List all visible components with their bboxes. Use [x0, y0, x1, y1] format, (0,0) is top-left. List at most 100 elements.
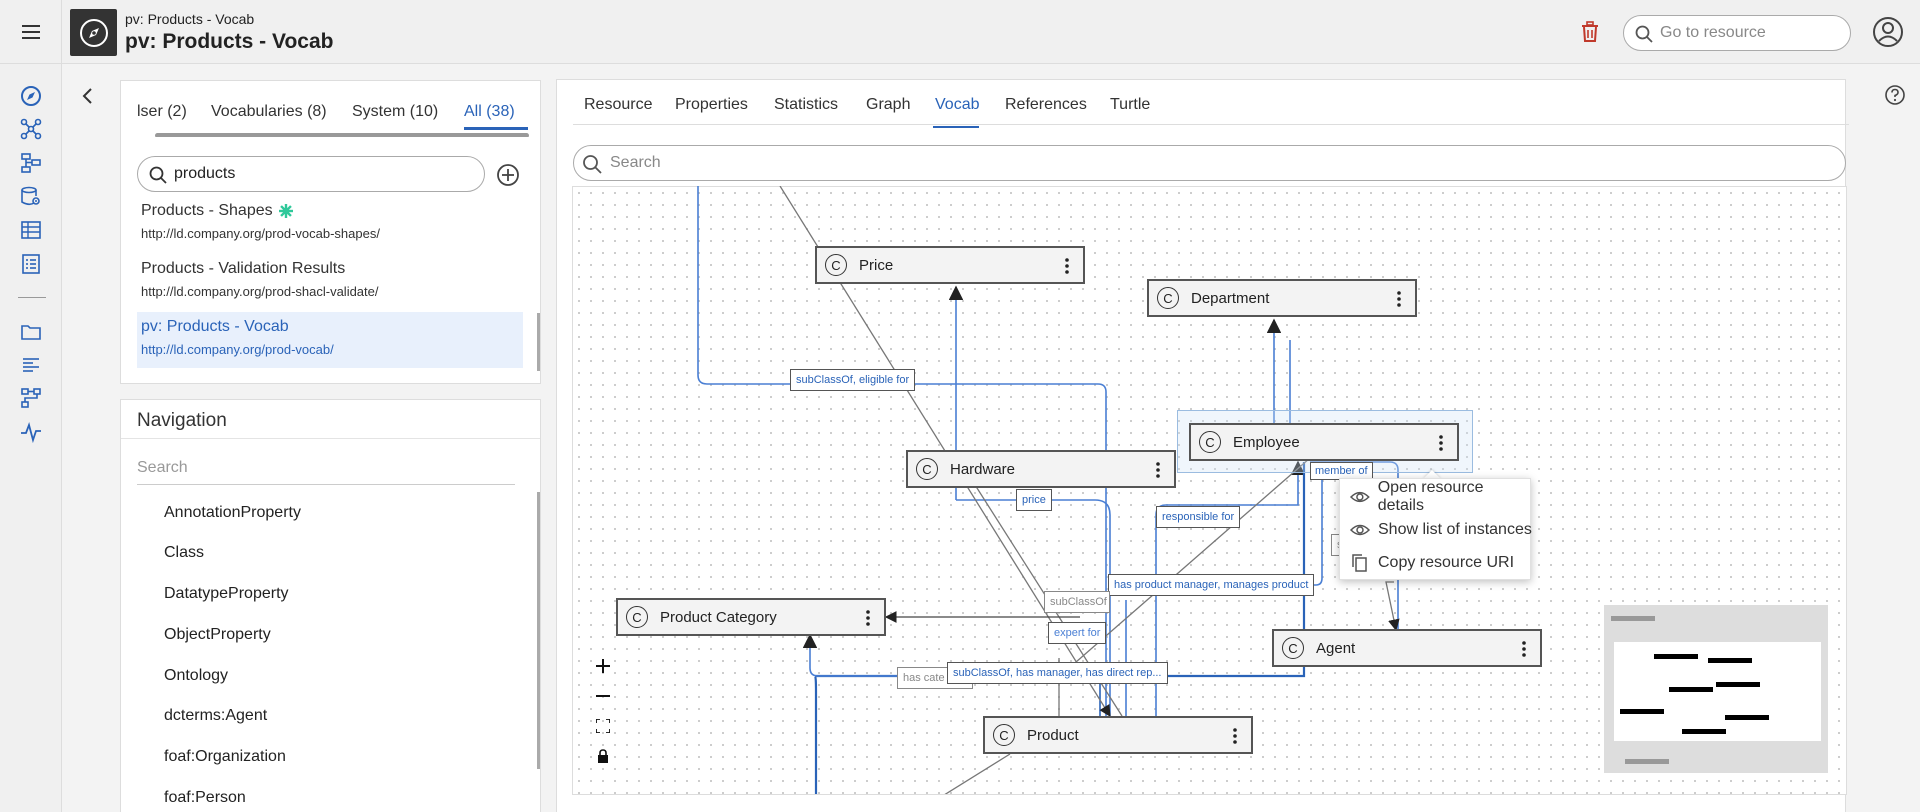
menu-item-open-resource-details[interactable]: Open resource details — [1340, 479, 1532, 514]
more-vert-icon[interactable] — [1227, 727, 1243, 745]
minimap-node — [1725, 715, 1769, 720]
help-icon[interactable] — [1884, 84, 1906, 106]
node-label: Product Category — [660, 608, 777, 626]
zoom-in-icon[interactable] — [587, 651, 619, 681]
graph-search-input[interactable] — [174, 164, 464, 184]
copy-icon — [1352, 554, 1367, 572]
more-vert-icon[interactable] — [1433, 434, 1449, 452]
graph-minimap[interactable] — [1604, 605, 1828, 773]
edge-label[interactable]: has product manager, manages product — [1108, 574, 1315, 596]
tabs-scrollbar[interactable] — [155, 133, 529, 137]
workflow-icon[interactable] — [19, 386, 43, 410]
zoom-out-icon[interactable] — [587, 681, 619, 711]
nav-item[interactable]: ObjectProperty — [164, 626, 271, 643]
menu-item-copy-resource-uri[interactable]: Copy resource URI — [1340, 548, 1532, 578]
tab-graph[interactable]: Graph — [866, 96, 911, 113]
tab-vocabularies[interactable]: Vocabularies (8) — [211, 103, 327, 120]
class-node-agent[interactable]: C Agent — [1272, 629, 1542, 667]
table-icon[interactable] — [19, 218, 43, 242]
class-node-employee[interactable]: C Employee — [1189, 423, 1459, 461]
context-menu-arrow — [1423, 470, 1441, 479]
menu-icon[interactable] — [0, 0, 62, 64]
node-label: Employee — [1233, 433, 1300, 451]
user-account-icon[interactable] — [1872, 16, 1904, 48]
navigation-panel: Navigation AnnotationProperty Class Data… — [120, 399, 541, 812]
compass-logo-icon — [70, 9, 117, 56]
class-badge-icon: C — [1157, 287, 1179, 309]
node-label: Price — [859, 256, 894, 274]
tab-resource[interactable]: Resource — [584, 96, 653, 113]
tab-user[interactable]: lser (2) — [137, 103, 187, 120]
edge-label[interactable]: responsible for — [1156, 506, 1241, 528]
edge-label[interactable]: subClassOf, has manager, has direct rep.… — [947, 662, 1168, 684]
class-badge-icon: C — [1199, 431, 1221, 453]
trash-icon[interactable] — [1578, 20, 1602, 44]
minimap-node — [1625, 759, 1669, 764]
node-label: Product — [1027, 726, 1079, 744]
menu-item-show-list-of-instances[interactable]: Show list of instances — [1340, 515, 1532, 545]
menu-item-label: Open resource details — [1377, 479, 1484, 514]
nav-item[interactable]: AnnotationProperty — [164, 504, 301, 521]
nav-item[interactable]: Ontology — [164, 667, 229, 684]
graph-list-item[interactable]: Products - Validation Results http://ld.… — [137, 254, 523, 310]
more-vert-icon[interactable] — [1150, 461, 1166, 479]
lock-icon[interactable] — [587, 741, 619, 771]
edge-label[interactable]: subClassOf — [1044, 591, 1110, 613]
go-to-resource-search[interactable] — [1623, 15, 1851, 51]
explore-icon[interactable] — [19, 84, 43, 108]
tab-all[interactable]: All (38) — [464, 103, 515, 120]
tab-statistics[interactable]: Statistics — [774, 96, 839, 113]
class-node-hardware[interactable]: C Hardware — [906, 450, 1176, 488]
graph-list-item-selected[interactable]: pv: Products - Vocab http://ld.company.o… — [137, 312, 523, 368]
node-label: Hardware — [950, 460, 1016, 478]
graph-icon[interactable] — [19, 117, 43, 141]
nav-item[interactable]: dcterms:Agent — [164, 707, 268, 724]
more-vert-icon[interactable] — [860, 609, 876, 627]
tab-turtle[interactable]: Turtle — [1110, 96, 1151, 113]
graph-name: Products - Validation Results — [141, 260, 346, 277]
folder-icon[interactable] — [19, 320, 43, 344]
zoom-controls — [587, 651, 619, 777]
graph-list-item[interactable]: Products - Shapes http://ld.company.org/… — [137, 196, 523, 252]
class-node-department[interactable]: C Department — [1147, 279, 1417, 317]
minimap-viewport[interactable] — [1614, 642, 1821, 741]
nav-item[interactable]: Class — [164, 544, 205, 561]
fit-view-icon[interactable] — [587, 711, 619, 741]
eye-icon — [1350, 491, 1370, 503]
list-icon[interactable] — [19, 252, 43, 276]
nav-item[interactable]: foaf:Person — [164, 789, 246, 806]
add-circle-icon[interactable] — [496, 163, 520, 187]
nav-item[interactable]: DatatypeProperty — [164, 585, 289, 602]
ontology-icon[interactable] — [19, 151, 43, 175]
go-to-resource-input[interactable] — [1660, 22, 1840, 44]
tab-references[interactable]: References — [1005, 96, 1087, 113]
chevron-left-icon[interactable] — [78, 84, 98, 108]
minimap-node — [1669, 687, 1713, 692]
class-node-product-category[interactable]: C Product Category — [616, 598, 886, 636]
tab-system[interactable]: System (10) — [352, 103, 439, 120]
class-node-product[interactable]: C Product — [983, 716, 1253, 754]
vocab-search[interactable] — [573, 145, 1846, 181]
more-vert-icon[interactable] — [1059, 257, 1075, 275]
more-vert-icon[interactable] — [1391, 290, 1407, 308]
list-scrollbar[interactable] — [537, 313, 540, 371]
nav-item[interactable]: foaf:Organization — [164, 748, 286, 765]
edge-label[interactable]: price — [1016, 489, 1052, 511]
text-icon[interactable] — [19, 353, 43, 377]
more-vert-icon[interactable] — [1516, 640, 1532, 658]
vocab-search-input[interactable] — [610, 153, 1830, 173]
tab-properties[interactable]: Properties — [675, 96, 748, 113]
graph-uri: http://ld.company.org/prod-vocab/ — [141, 342, 334, 357]
class-badge-icon: C — [626, 606, 648, 628]
class-node-price[interactable]: C Price — [815, 246, 1085, 284]
query-icon[interactable] — [19, 185, 43, 209]
graph-search[interactable] — [137, 156, 485, 192]
activity-icon[interactable] — [19, 420, 43, 444]
edge-label[interactable]: member of — [1310, 462, 1373, 480]
edge-label[interactable]: expert for — [1048, 622, 1107, 644]
navigation-search-input[interactable] — [137, 452, 515, 485]
class-badge-icon: C — [916, 458, 938, 480]
edge-label[interactable]: subClassOf, eligible for — [790, 369, 916, 391]
tab-vocab[interactable]: Vocab — [935, 96, 980, 113]
navigation-scrollbar[interactable] — [537, 492, 540, 769]
